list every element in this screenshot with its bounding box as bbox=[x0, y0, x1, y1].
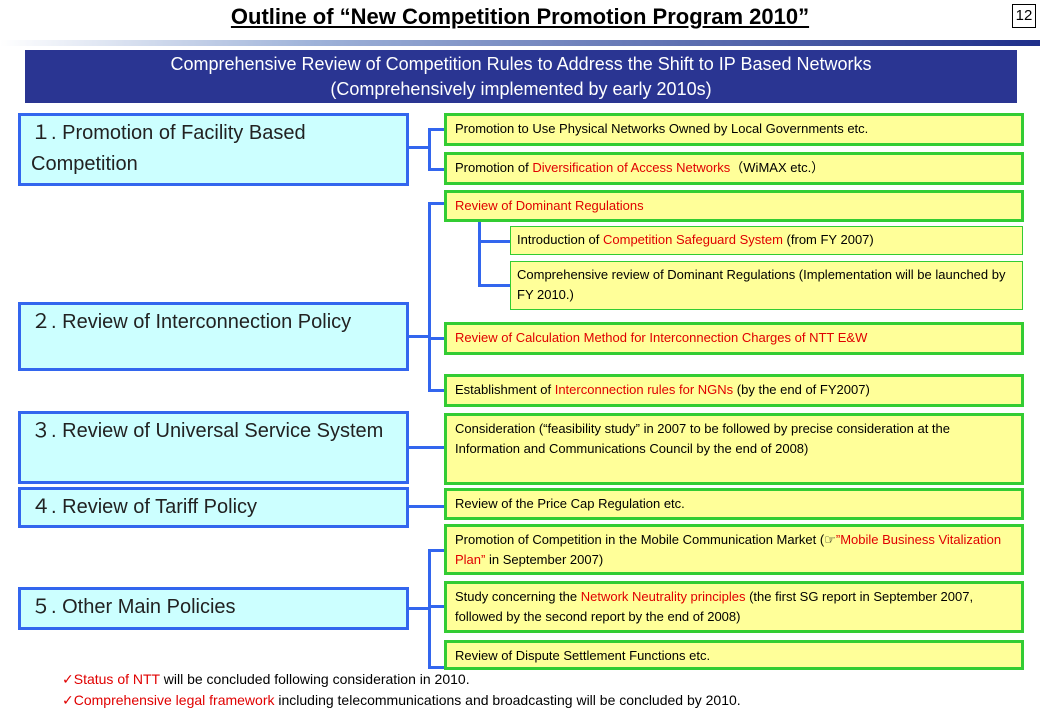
item-ngn-rules: Establishment of Interconnection rules f… bbox=[444, 374, 1024, 407]
connector bbox=[409, 146, 429, 149]
item-text: Promotion of Competition in the Mobile C… bbox=[455, 532, 836, 547]
page-title: Outline of “New Competition Promotion Pr… bbox=[230, 4, 810, 29]
category-other-policies: ５. Other Main Policies bbox=[18, 587, 409, 630]
item-text: Promotion to Use Physical Networks Owned… bbox=[455, 121, 869, 136]
highlight-text: Review of Dominant Regulations bbox=[455, 198, 644, 213]
item-text: (the first SG report in September 2007, … bbox=[455, 589, 974, 624]
connector bbox=[409, 446, 444, 449]
highlight-text: Network Neutrality principles bbox=[580, 589, 746, 604]
banner-line-2: (Comprehensively implemented by early 20… bbox=[330, 79, 712, 99]
item-text: Promotion of bbox=[455, 160, 533, 175]
highlight-text: Diversification of Access Networks bbox=[532, 160, 731, 175]
category-label: Promotion of Facility Based Competition bbox=[31, 122, 306, 175]
connector bbox=[428, 202, 444, 205]
connector bbox=[478, 221, 481, 287]
subitem-safeguard-system: Introduction of Competition Safeguard Sy… bbox=[510, 226, 1023, 255]
footnote-text: will be concluded following consideratio… bbox=[159, 671, 470, 687]
item-text: (from FY 2007) bbox=[782, 232, 874, 247]
connector bbox=[409, 335, 429, 338]
item-mobile-market: Promotion of Competition in the Mobile C… bbox=[444, 524, 1024, 575]
item-network-neutrality: Study concerning the Network Neutrality … bbox=[444, 581, 1024, 633]
item-text: Comprehensive review of Dominant Regulat… bbox=[517, 267, 1006, 302]
category-label: Review of Interconnection Policy bbox=[62, 311, 352, 333]
banner-line-1: Comprehensive Review of Competition Rule… bbox=[170, 54, 872, 74]
item-text: Consideration (“feasibility study” in 20… bbox=[455, 421, 950, 456]
category-tariff-policy: ４. Review of Tariff Policy bbox=[18, 487, 409, 528]
footnote-ntt-status: ✓Status of NTT will be concluded followi… bbox=[62, 669, 470, 689]
check-icon: ✓ bbox=[62, 671, 74, 687]
item-text: in September 2007) bbox=[485, 552, 604, 567]
category-number: ２. bbox=[31, 311, 57, 333]
item-physical-networks: Promotion to Use Physical Networks Owned… bbox=[444, 113, 1024, 146]
item-consideration: Consideration (“feasibility study” in 20… bbox=[444, 413, 1024, 485]
connector bbox=[478, 240, 510, 243]
highlight-text: Interconnection rules for NGNs bbox=[554, 382, 734, 397]
highlight-text: Review of Calculation Method for Interco… bbox=[455, 330, 868, 345]
item-text: （WiMAX etc.） bbox=[730, 160, 825, 175]
item-price-cap: Review of the Price Cap Regulation etc. bbox=[444, 488, 1024, 520]
connector bbox=[428, 337, 444, 340]
connector bbox=[428, 666, 444, 669]
item-text: Review of the Price Cap Regulation etc. bbox=[455, 496, 685, 511]
check-icon: ✓ bbox=[62, 692, 74, 708]
connector bbox=[428, 549, 444, 552]
highlight-text: Competition Safeguard System bbox=[603, 232, 783, 247]
item-dispute-settlement: Review of Dispute Settlement Functions e… bbox=[444, 640, 1024, 670]
item-text: Study concerning the bbox=[455, 589, 581, 604]
category-number: １. bbox=[31, 122, 57, 144]
item-calculation-method: Review of Calculation Method for Interco… bbox=[444, 322, 1024, 355]
category-number: ５. bbox=[31, 596, 57, 618]
connector bbox=[409, 505, 444, 508]
connector bbox=[428, 128, 431, 171]
highlight-text: ”Mobile Business Vitalization Plan” bbox=[455, 532, 1002, 567]
category-interconnection: ２. Review of Interconnection Policy bbox=[18, 302, 409, 371]
page-number: 12 bbox=[1012, 4, 1036, 28]
item-text: (by the end of FY2007) bbox=[733, 382, 870, 397]
footnote-text: including telecommunications and broadca… bbox=[274, 692, 741, 708]
connector bbox=[428, 605, 444, 608]
category-universal-service: ３. Review of Universal Service System bbox=[18, 411, 409, 484]
connector bbox=[478, 284, 510, 287]
banner: Comprehensive Review of Competition Rule… bbox=[25, 50, 1017, 103]
highlight-text: Comprehensive legal framework bbox=[73, 692, 275, 708]
category-number: ３. bbox=[31, 420, 57, 442]
connector bbox=[428, 128, 444, 131]
item-diversification: Promotion of Diversification of Access N… bbox=[444, 152, 1024, 185]
category-facility-competition: １. Promotion of Facility Based Competiti… bbox=[18, 113, 409, 186]
item-text: Review of Dispute Settlement Functions e… bbox=[455, 648, 711, 663]
item-text: Introduction of bbox=[517, 232, 603, 247]
header-rule bbox=[0, 40, 1040, 46]
connector bbox=[428, 168, 444, 171]
item-text: Establishment of bbox=[455, 382, 555, 397]
category-label: Review of Universal Service System bbox=[62, 420, 384, 442]
subitem-comprehensive-review: Comprehensive review of Dominant Regulat… bbox=[510, 261, 1023, 310]
category-label: Review of Tariff Policy bbox=[62, 496, 258, 518]
connector bbox=[409, 607, 429, 610]
connector bbox=[428, 202, 431, 392]
connector bbox=[428, 389, 444, 392]
item-dominant-regulations: Review of Dominant Regulations bbox=[444, 190, 1024, 222]
category-label: Other Main Policies bbox=[62, 596, 236, 618]
connector bbox=[428, 549, 431, 669]
category-number: ４. bbox=[31, 496, 57, 518]
footnote-legal-framework: ✓Comprehensive legal framework including… bbox=[62, 690, 741, 710]
highlight-text: Status of NTT bbox=[73, 671, 160, 687]
